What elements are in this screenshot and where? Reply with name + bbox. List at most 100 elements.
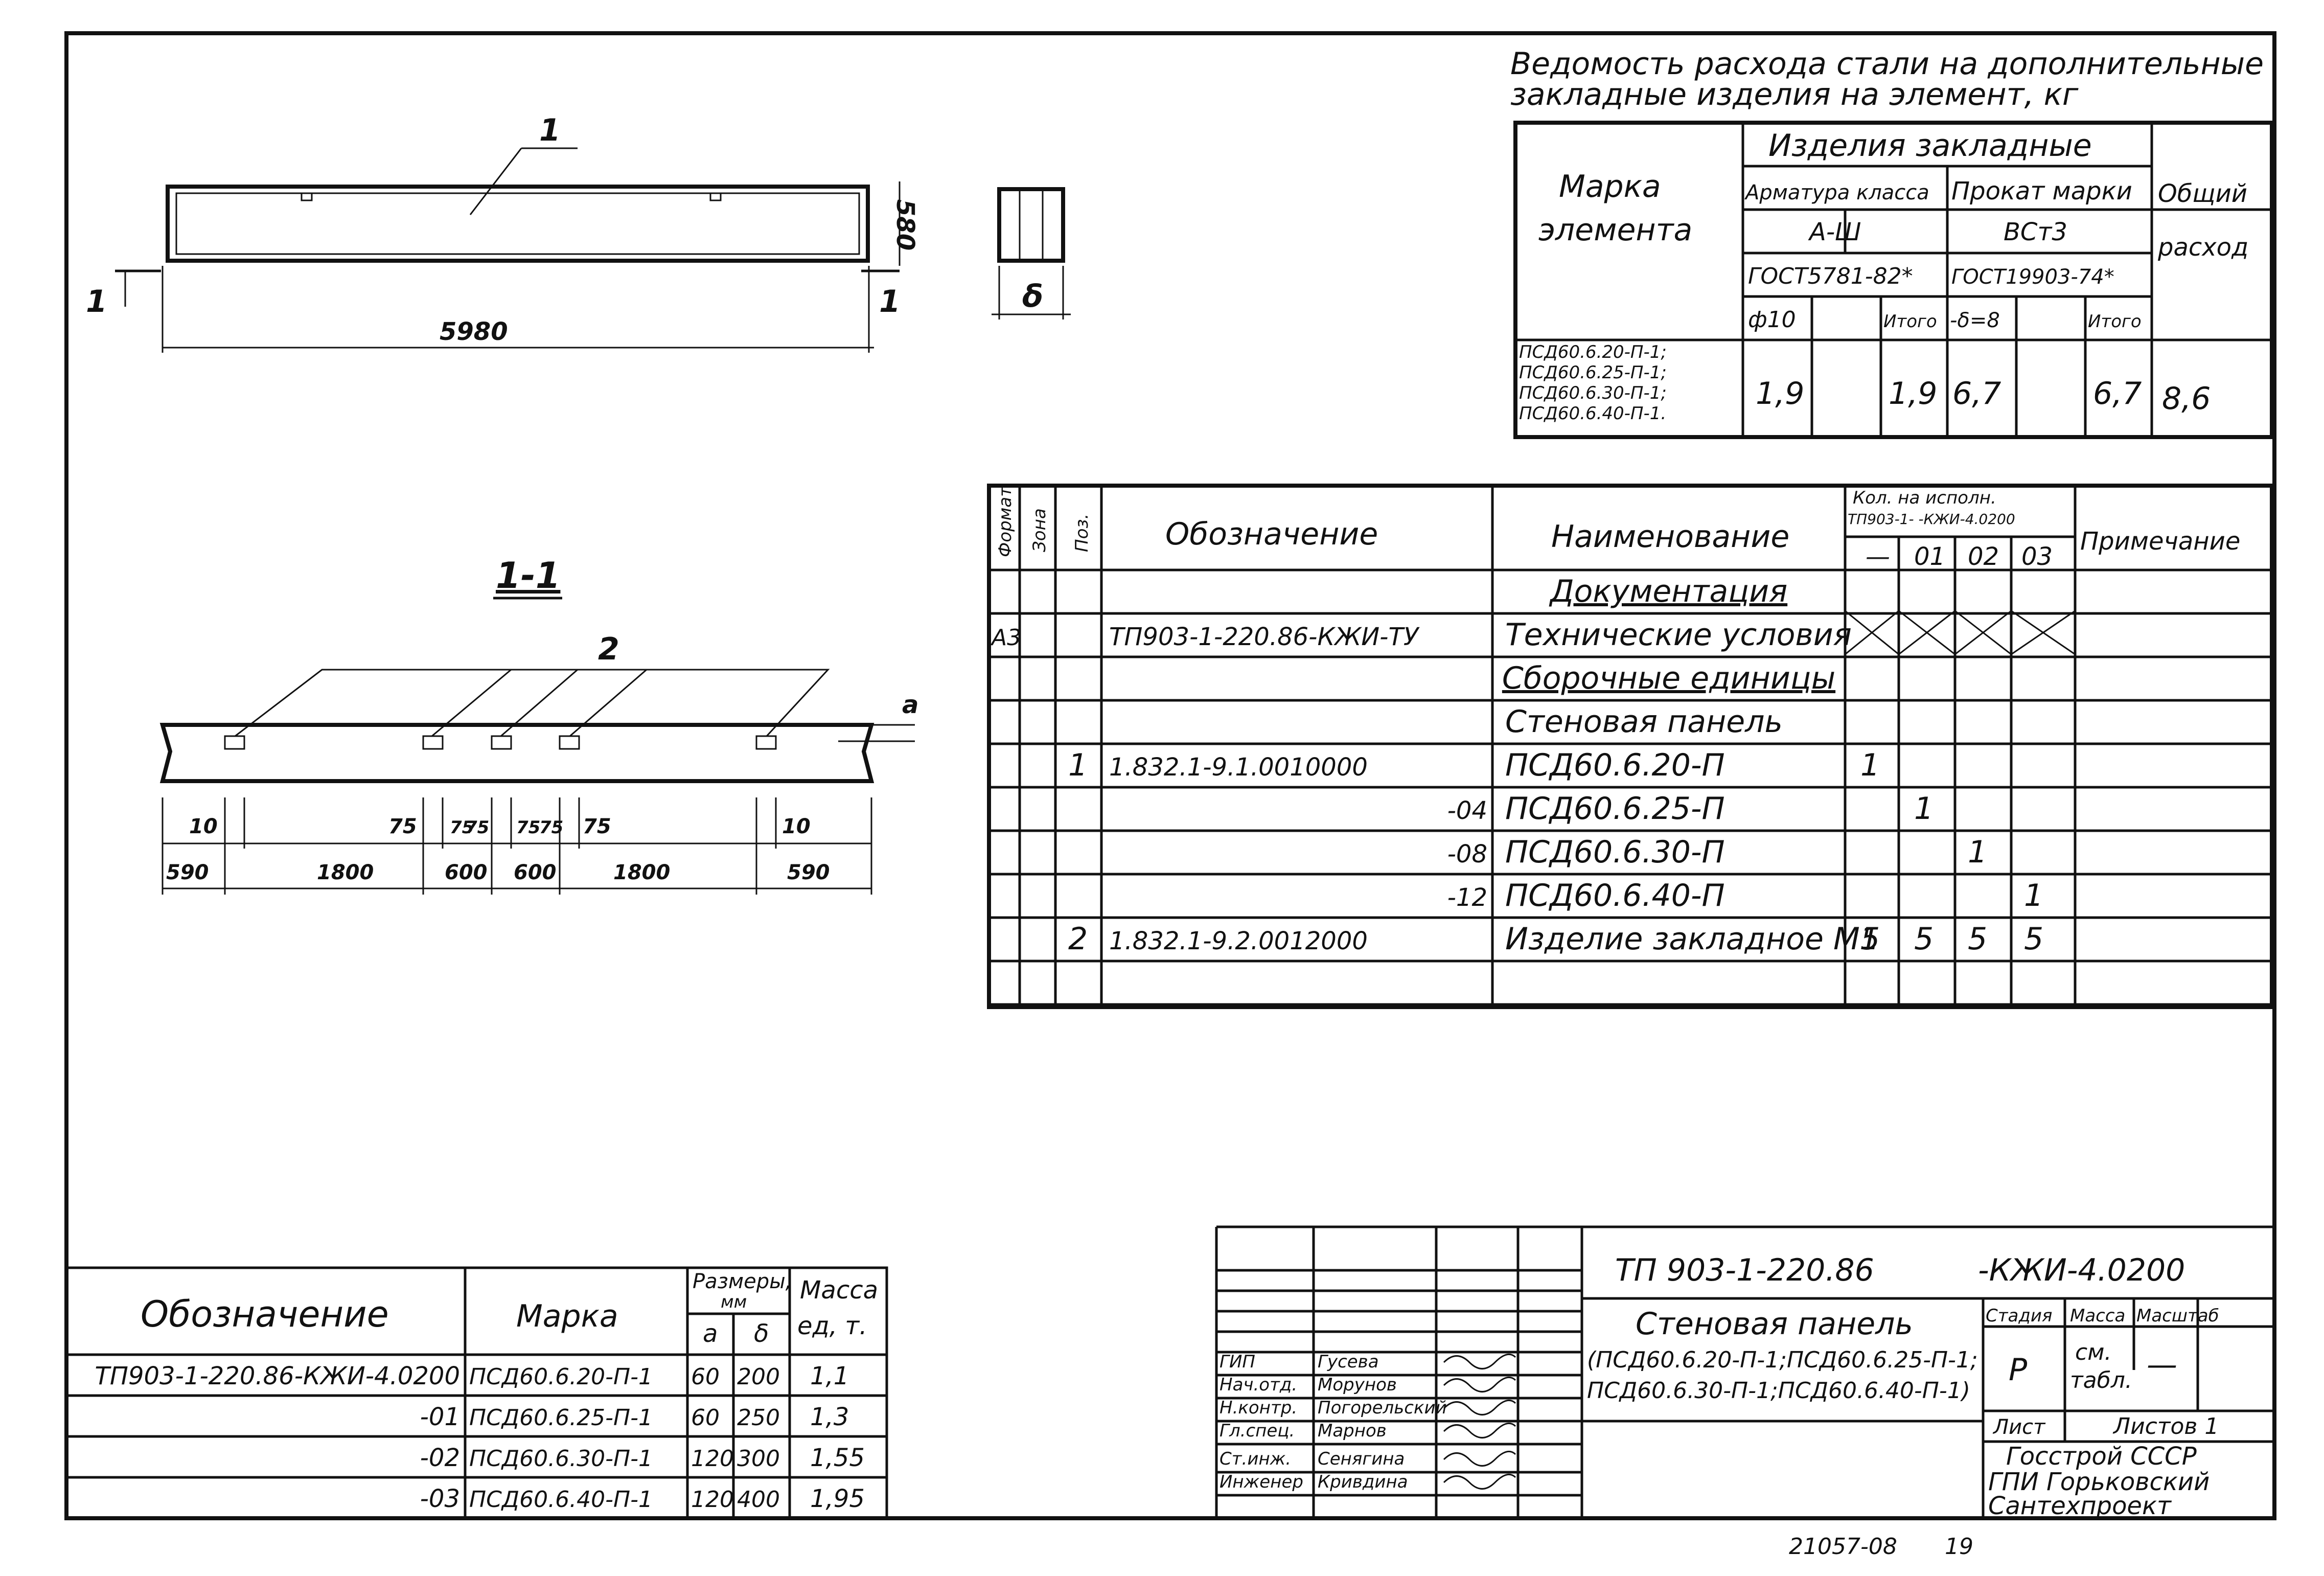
marks-col-dims-2: мм: [721, 1292, 747, 1312]
embedded-part-marks: [301, 193, 722, 201]
specification-table: Формат Зона Поз. Обозначение Наименовани…: [987, 484, 2274, 1009]
page-number: 19: [1945, 1534, 1973, 1560]
section-mark-left: 1: [86, 284, 107, 319]
signature-name: Кривдина: [1318, 1472, 1408, 1492]
spec-col-designation: Обозначение: [1165, 516, 1378, 552]
spec-row: Документация: [1549, 574, 1787, 609]
statement-title-1: Ведомость расхода стали на дополнительны…: [1510, 46, 2264, 82]
signature-role: Гл.спец.: [1219, 1421, 1295, 1441]
signature-role: Ст.инж.: [1219, 1449, 1291, 1469]
spec-designation: 1.832.1-9.1.0010000: [1109, 753, 1368, 782]
value-d10: 1,9: [1756, 376, 1804, 412]
rebar-class: А-Ш: [1808, 218, 1861, 246]
spec-col-format: Формат: [995, 486, 1016, 557]
spec-format: А3: [990, 625, 1021, 651]
spec-qty: 5: [2024, 921, 2043, 957]
length-dimension: 5980: [440, 317, 508, 346]
marks-designation: ТП903-1-220.86-КЖИ-4.0200: [95, 1362, 460, 1390]
org-line-3: Сантехпроект: [1988, 1492, 2172, 1520]
marks-mark: ПСД60.6.40-П-1: [469, 1487, 653, 1513]
spec-row: Сборочные единицы: [1502, 660, 1835, 696]
sheets-label: Листов 1: [2112, 1413, 2219, 1440]
value-total2: 6,7: [2093, 376, 2142, 412]
signature-row: Нач.отд. Морунов: [1219, 1375, 1516, 1395]
dim-bottom-4: 600: [514, 861, 557, 884]
mark-3: ПСД60.6.30-П-1;: [1519, 383, 1667, 403]
qty-col-2: 02: [1968, 542, 1999, 571]
signature-role: Н.контр.: [1219, 1398, 1297, 1418]
signature-scribble: [1443, 1450, 1516, 1467]
title-block: ТП 903-1-220.86 -КЖИ-4.0200 Стеновая пан…: [1215, 1225, 2274, 1520]
thickness-label: δ: [1022, 279, 1043, 314]
dim-top-5: 75: [516, 817, 540, 838]
statement-grid: [1515, 123, 2272, 437]
section-mark-right: 1: [879, 284, 901, 319]
mass-value-1: см.: [2075, 1339, 2111, 1365]
mark-4: ПСД60.6.40-П-1.: [1519, 403, 1666, 424]
doc-code-right: -КЖИ-4.0200: [1978, 1252, 2185, 1288]
spec-name: ПСД60.6.40-П: [1505, 878, 1725, 913]
mark-1: ПСД60.6.20-П-1;: [1519, 342, 1667, 362]
col-delta: -δ=8: [1950, 309, 2000, 332]
qty-header-1: Кол. на исполн.: [1853, 488, 1996, 508]
spec-qty: 5: [1914, 921, 1934, 957]
marks-col-designation: Обозначение: [141, 1293, 389, 1335]
end-view: δ: [992, 187, 1071, 319]
doc-name-1: Стеновая панель: [1636, 1306, 1913, 1342]
embed-4: [559, 735, 580, 750]
signature-scribble: [1443, 1399, 1516, 1415]
value-total1: 1,9: [1889, 376, 1937, 412]
signature-name: Погорельский: [1318, 1398, 1447, 1418]
spec-name: Технические условия: [1505, 617, 1852, 653]
marks-mass: 1,1: [810, 1362, 849, 1390]
stage-value: Р: [2009, 1352, 2028, 1388]
spec-qty: 5: [1860, 921, 1880, 957]
signature-name: Марнов: [1318, 1421, 1387, 1441]
spec-name: ПСД60.6.25-П: [1505, 791, 1725, 827]
marks-mark: ПСД60.6.20-П-1: [469, 1364, 653, 1390]
scale-header: Масштаб: [2136, 1306, 2219, 1326]
total-header-2: расход: [2157, 233, 2248, 262]
position-label-1: 1: [539, 112, 561, 148]
marks-col-delta: δ: [754, 1319, 769, 1348]
spec-name: ПСД60.6.30-П: [1505, 834, 1725, 870]
value-total: 8,6: [2162, 381, 2211, 417]
doc-name-2: (ПСД60.6.20-П-1;ПСД60.6.25-П-1;: [1587, 1347, 1978, 1373]
dim-top-1: 10: [189, 815, 218, 838]
mark-header-2: элемента: [1538, 212, 1692, 248]
qty-header-2: ТП903-1- -КЖИ-4.0200: [1848, 511, 2015, 528]
spec-designation: 1.832.1-9.2.0012000: [1109, 927, 1368, 955]
col-d10: ф10: [1748, 307, 1796, 333]
signature-scribble: [1443, 1353, 1516, 1369]
signature-role: Нач.отд.: [1219, 1375, 1297, 1395]
panel-plan-outline: [166, 185, 870, 263]
signature-name: Сенягина: [1318, 1449, 1405, 1469]
signature-name: Морунов: [1318, 1375, 1397, 1395]
end-view-outline: [997, 187, 1065, 263]
marks-delta: 400: [737, 1487, 780, 1513]
qty-col-3: 03: [2021, 542, 2053, 571]
panel-section-outline: [159, 723, 875, 783]
statement-table-frame: [1513, 121, 2274, 439]
doc-name-3: ПСД60.6.30-П-1;ПСД60.6.40-П-1): [1587, 1378, 1970, 1404]
signature-name: Гусева: [1318, 1352, 1379, 1372]
embed-1: [224, 735, 245, 750]
spec-col-pos: Поз.: [1072, 514, 1092, 552]
sheet-label: Лист: [1992, 1415, 2046, 1439]
spec-grid-vertical: [1018, 486, 2077, 1007]
marks-mass: 1,55: [810, 1444, 865, 1472]
rolled-gost: ГОСТ19903-74*: [1951, 265, 2114, 289]
spec-name: ПСД60.6.20-П: [1505, 747, 1725, 783]
marks-col-dims-1: Размеры,: [693, 1270, 792, 1293]
marks-delta: 250: [737, 1405, 780, 1431]
signature-row: Гл.спец. Марнов: [1219, 1421, 1516, 1441]
marks-designation: -03: [420, 1484, 460, 1513]
mass-header: Масса: [2070, 1306, 2125, 1326]
dimension-extensions: [162, 797, 872, 895]
